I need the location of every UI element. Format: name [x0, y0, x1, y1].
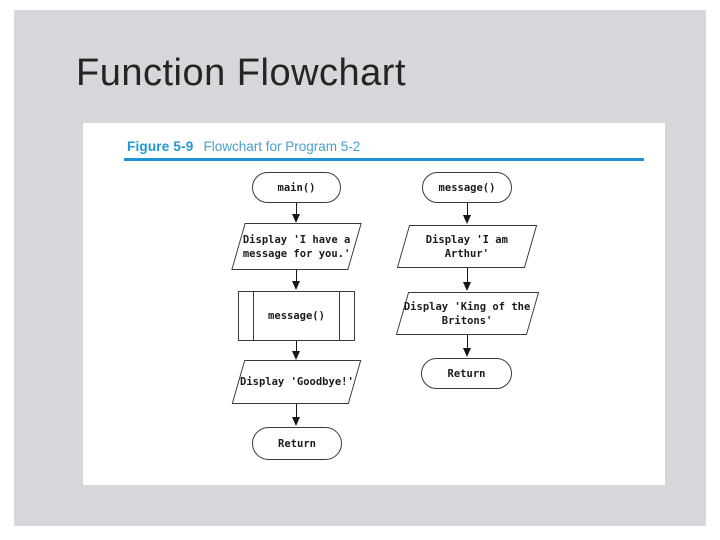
flow-arrow	[462, 335, 472, 357]
node-label: Display 'I am Arthur'	[425, 233, 509, 260]
flowchart-node-display-have-message: Display 'I have a message for you.'	[231, 223, 362, 270]
node-label: Display 'Goodbye!'	[239, 376, 354, 388]
figure-rule-line	[124, 158, 644, 161]
predefined-process-bar	[253, 292, 254, 340]
figure-caption-text: Flowchart for Program 5-2	[203, 139, 361, 154]
node-label: Return	[447, 367, 486, 380]
flowchart-node-message-start: message()	[422, 172, 512, 203]
figure-caption: Figure 5-9 Flowchart for Program 5-2	[127, 139, 360, 154]
node-label: Display 'I have a message for you.'	[242, 233, 351, 260]
arrow-head-icon	[462, 282, 471, 291]
slide-background: Function Flowchart Figure 5-9 Flowchart f…	[14, 10, 706, 526]
flowchart-node-display-britons: Display 'King of the Britons'	[395, 292, 540, 335]
flow-arrow	[291, 203, 301, 223]
flowchart-node-display-arthur: Display 'I am Arthur'	[396, 225, 538, 268]
arrow-shaft	[466, 203, 468, 217]
node-label: Return	[278, 437, 316, 450]
arrow-shaft	[466, 335, 468, 350]
flow-arrow	[291, 270, 301, 290]
slide-title: Function Flowchart	[76, 52, 407, 94]
figure-panel	[83, 123, 665, 485]
predefined-process-bar	[339, 292, 340, 340]
flowchart-node-main-return: Return	[252, 427, 342, 460]
node-label: message()	[438, 181, 496, 194]
flow-arrow	[462, 268, 472, 291]
arrow-head-icon	[291, 351, 300, 360]
flow-arrow	[462, 203, 472, 224]
flowchart-node-call-message: message()	[238, 291, 355, 341]
flow-arrow	[291, 404, 301, 426]
flowchart-node-display-goodbye: Display 'Goodbye!'	[231, 360, 362, 404]
arrow-head-icon	[291, 417, 300, 426]
arrow-shaft	[466, 268, 468, 284]
node-label: main()	[277, 181, 316, 194]
node-label: Display 'King of the Britons'	[404, 300, 531, 327]
arrow-shaft	[295, 270, 297, 283]
node-label: message()	[268, 310, 325, 322]
arrow-head-icon	[462, 348, 471, 357]
arrow-head-icon	[291, 281, 300, 290]
arrow-shaft	[295, 341, 297, 353]
arrow-shaft	[295, 203, 297, 216]
arrow-shaft	[295, 404, 297, 419]
flowchart-node-main-start: main()	[252, 172, 341, 203]
arrow-head-icon	[291, 214, 300, 223]
arrow-head-icon	[462, 215, 471, 224]
flowchart-node-message-return: Return	[421, 358, 512, 389]
figure-label: Figure 5-9	[127, 139, 194, 154]
flow-arrow	[291, 341, 301, 360]
